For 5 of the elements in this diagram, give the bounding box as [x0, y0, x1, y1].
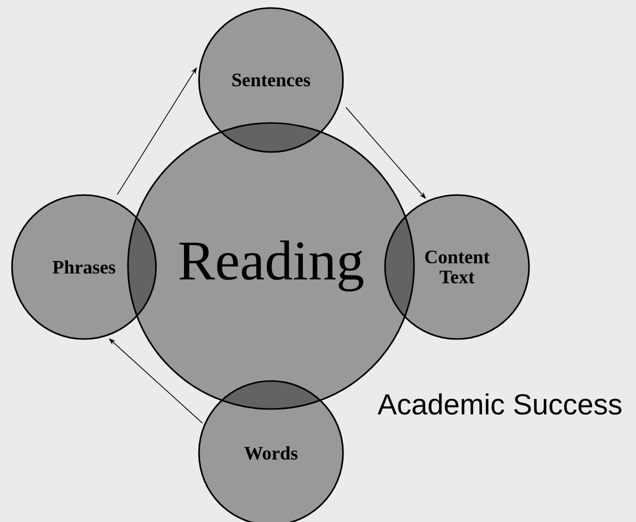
circle-node: Content Text	[384, 194, 530, 340]
circle-node: Sentences	[198, 7, 344, 153]
circle-node: Words	[198, 380, 344, 522]
label-text: Academic Success	[378, 393, 622, 415]
circle-node: Phrases	[11, 194, 157, 340]
